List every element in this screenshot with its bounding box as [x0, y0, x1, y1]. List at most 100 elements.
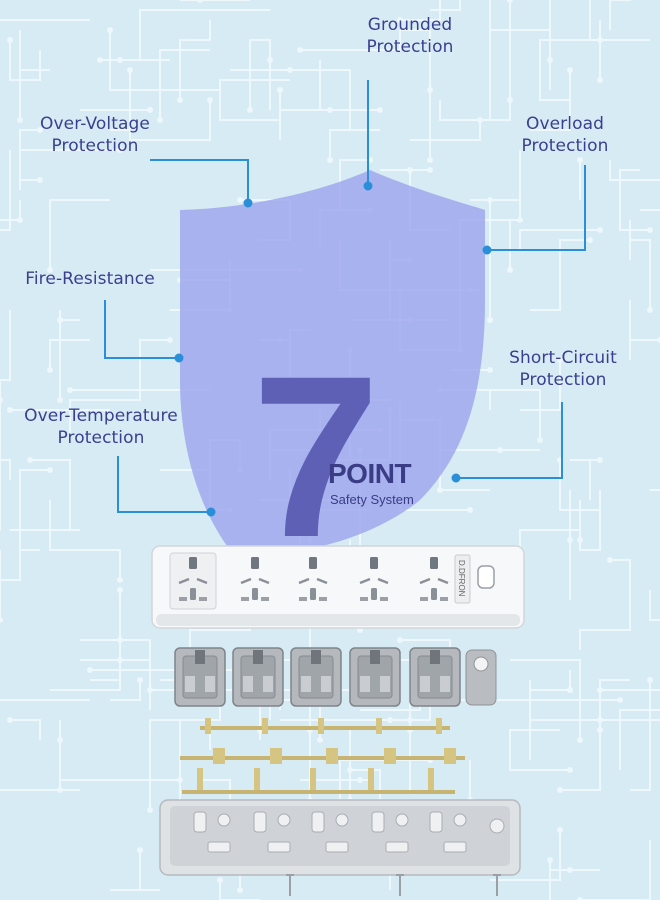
circuit-pad: [297, 47, 303, 53]
circuit-trace: [580, 0, 650, 41]
circuit-pad: [647, 307, 653, 313]
circuit-pad: [147, 807, 153, 813]
circuit-trace: [600, 689, 660, 770]
base-post: [335, 813, 349, 827]
circuit-pad: [507, 267, 513, 273]
circuit-trace: [630, 680, 651, 791]
socket-slot: [298, 577, 328, 585]
base-post: [253, 811, 267, 833]
base-posts: [193, 811, 505, 853]
circuit-pad: [0, 397, 3, 403]
socket-slot: [371, 588, 377, 600]
circuit-pad: [557, 827, 563, 833]
label-line: Protection: [366, 37, 454, 57]
circuit-pad: [57, 787, 63, 793]
circuit-pad: [647, 677, 653, 683]
circuit-trace: [480, 180, 521, 270]
base-post: [311, 811, 325, 833]
socket-slot: [380, 597, 388, 601]
circuit-pad: [597, 77, 603, 83]
module-contact: [321, 676, 331, 692]
base-post: [207, 841, 231, 853]
circuit-pad: [357, 777, 363, 783]
brand-plate: [454, 554, 471, 604]
circuit-pad: [577, 157, 583, 163]
circuit-pad: [117, 577, 123, 583]
circuit-pad: [427, 87, 433, 93]
base-post: [429, 811, 443, 833]
copper-tab: [205, 718, 211, 734]
circuit-pad: [47, 367, 53, 373]
circuit-pad: [117, 637, 123, 643]
circuit-trace: [109, 30, 220, 91]
label-short-circuit-protection: Short-Circuit Protection: [498, 347, 628, 391]
circuit-trace: [520, 360, 561, 411]
socket-slot: [431, 588, 437, 600]
socket-slot: [440, 597, 448, 601]
socket-pin-slot: [370, 557, 378, 569]
circuit-pad: [277, 87, 283, 93]
circuit-trace: [0, 150, 11, 231]
circuit-pad: [117, 587, 123, 593]
socket-slot: [179, 597, 187, 601]
circuit-pad: [7, 717, 13, 723]
circuit-trace: [0, 510, 21, 581]
callout-dot-grounded: [363, 181, 373, 191]
socket-modules: [174, 647, 461, 707]
circuit-pad: [597, 227, 603, 233]
circuit-trace: [69, 339, 170, 440]
circuit-pad: [147, 687, 153, 693]
module-contact: [243, 676, 253, 692]
circuit-pad: [587, 237, 593, 243]
callout-over-temperature: [117, 456, 211, 513]
socket-outlet: [419, 557, 449, 601]
circuit-pad: [597, 687, 603, 693]
base-post: [217, 813, 231, 827]
circuit-pad: [597, 727, 603, 733]
circuit-trace: [219, 880, 260, 900]
socket-pin-slot: [430, 557, 438, 569]
circuit-pad: [597, 717, 603, 723]
circuit-pad: [57, 737, 63, 743]
circuit-trace: [559, 460, 601, 540]
circuit-pad: [327, 157, 333, 163]
circuit-pad: [567, 67, 573, 73]
circuit-trace: [619, 169, 650, 231]
label-line: Fire-Resistance: [25, 269, 155, 289]
circuit-pad: [597, 457, 603, 463]
module-contact: [380, 676, 390, 692]
circuit-trace: [599, 679, 630, 730]
circuit-pad: [267, 57, 273, 63]
circuit-trace: [509, 729, 570, 771]
circuit-trace: [360, 659, 421, 711]
circuit-pad: [37, 177, 43, 183]
circuit-pad: [477, 117, 483, 123]
label-fire-resistance: Fire-Resistance: [15, 268, 165, 290]
circuit-pad: [237, 197, 243, 203]
label-line: Protection: [51, 136, 139, 156]
circuit-pad: [197, 0, 203, 3]
brand-label: D.DFRON: [457, 560, 466, 597]
copper-conductors: [180, 718, 465, 794]
callout-fire-resistance: [104, 300, 179, 359]
switch-knob-icon: [473, 656, 489, 672]
module-contact: [185, 676, 195, 692]
circuit-trace: [59, 720, 180, 781]
circuit-pad: [397, 17, 403, 23]
label-line: Over-Voltage: [40, 114, 150, 134]
circuit-pad: [177, 777, 183, 783]
circuit-trace: [19, 30, 50, 120]
circuit-trace: [179, 20, 211, 100]
circuit-pad: [407, 717, 413, 723]
socket-slot: [252, 588, 258, 600]
base-screws: [286, 874, 501, 896]
circuit-pad: [127, 67, 133, 73]
circuit-trace: [10, 719, 41, 740]
circuit-pad: [507, 97, 513, 103]
copper-tab: [436, 718, 442, 734]
label-line: Protection: [521, 136, 609, 156]
headline-subtitle: Safety System: [330, 492, 414, 507]
circuit-pad: [147, 107, 153, 113]
circuit-pad: [0, 617, 3, 623]
